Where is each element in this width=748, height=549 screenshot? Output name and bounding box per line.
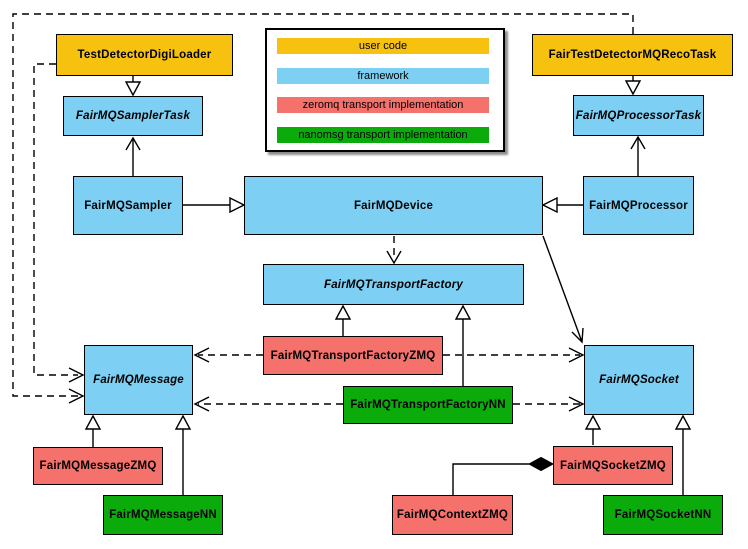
legend-item-framework: framework — [277, 68, 489, 84]
node-fairmqdevice: FairMQDevice — [244, 176, 543, 235]
edge-messagezmq-message-inheritance — [84, 414, 102, 447]
node-fairmqsocket: FairMQSocket — [584, 345, 694, 415]
edge-factorynn-transportfactory-inheritance — [454, 304, 472, 386]
edge-factorynn-message-dependency — [193, 396, 343, 412]
legend-item-user-code: user code — [277, 38, 489, 54]
edge-device-transportfactory-dependency — [386, 236, 402, 265]
node-fairtestdetectormqrecotask: FairTestDetectorMQRecoTask — [532, 34, 733, 76]
edge-messagenn-message-inheritance — [174, 414, 192, 495]
edge-factoryzmq-message-dependency — [193, 347, 263, 363]
edge-recotask-message-dependency — [12, 13, 634, 404]
edge-processor-device-inheritance — [541, 196, 583, 214]
node-testdetectordigiloader: TestDetectorDigiLoader — [56, 34, 233, 76]
edge-factorynn-socket-dependency — [513, 396, 585, 412]
node-fairmqprocessor: FairMQProcessor — [583, 176, 694, 235]
node-fairmqprocessortask: FairMQProcessorTask — [573, 95, 704, 136]
node-fairmqtransportfactorynn: FairMQTransportFactoryNN — [343, 386, 513, 424]
node-fairmqcontextzmq: FairMQContextZMQ — [392, 495, 513, 535]
node-fairmqmessage: FairMQMessage — [84, 345, 193, 415]
edge-digiloader-samplertask-inheritance — [124, 76, 142, 97]
edge-sampler-samplertask-association — [125, 136, 141, 176]
legend-item-nanomsg: nanomsg transport implementation — [277, 127, 489, 143]
edge-recotask-processortask-inheritance — [624, 76, 642, 96]
node-fairmqmessagezmq: FairMQMessageZMQ — [33, 447, 163, 485]
edge-digiloader-message-dependency — [33, 63, 85, 383]
edge-sampler-device-inheritance — [183, 196, 246, 214]
legend-item-zeromq: zeromq transport implementation — [277, 97, 489, 113]
node-fairmqsocketzmq: FairMQSocketZMQ — [553, 446, 673, 485]
edge-processor-processortask-association — [630, 135, 646, 176]
edge-device-socket-association — [542, 235, 584, 344]
legend: user code framework zeromq transport imp… — [265, 28, 505, 152]
node-fairmqtransportfactoryzmq: FairMQTransportFactoryZMQ — [263, 336, 443, 375]
edge-factoryzmq-socket-dependency — [443, 347, 585, 363]
edge-contextzmq-socketzmq-composition — [452, 456, 555, 495]
node-fairmqsampler: FairMQSampler — [73, 176, 183, 235]
edge-socketzmq-socket-inheritance — [584, 414, 602, 445]
node-fairmqsocketnn: FairMQSocketNN — [603, 495, 723, 535]
node-fairmqmessagenn: FairMQMessageNN — [103, 495, 223, 535]
node-fairmqtransportfactory: FairMQTransportFactory — [263, 264, 524, 305]
edge-socketnn-socket-inheritance — [674, 414, 692, 495]
node-fairmqsamplertask: FairMQSamplerTask — [63, 96, 203, 136]
edge-factoryzmq-transportfactory-inheritance — [334, 304, 352, 336]
